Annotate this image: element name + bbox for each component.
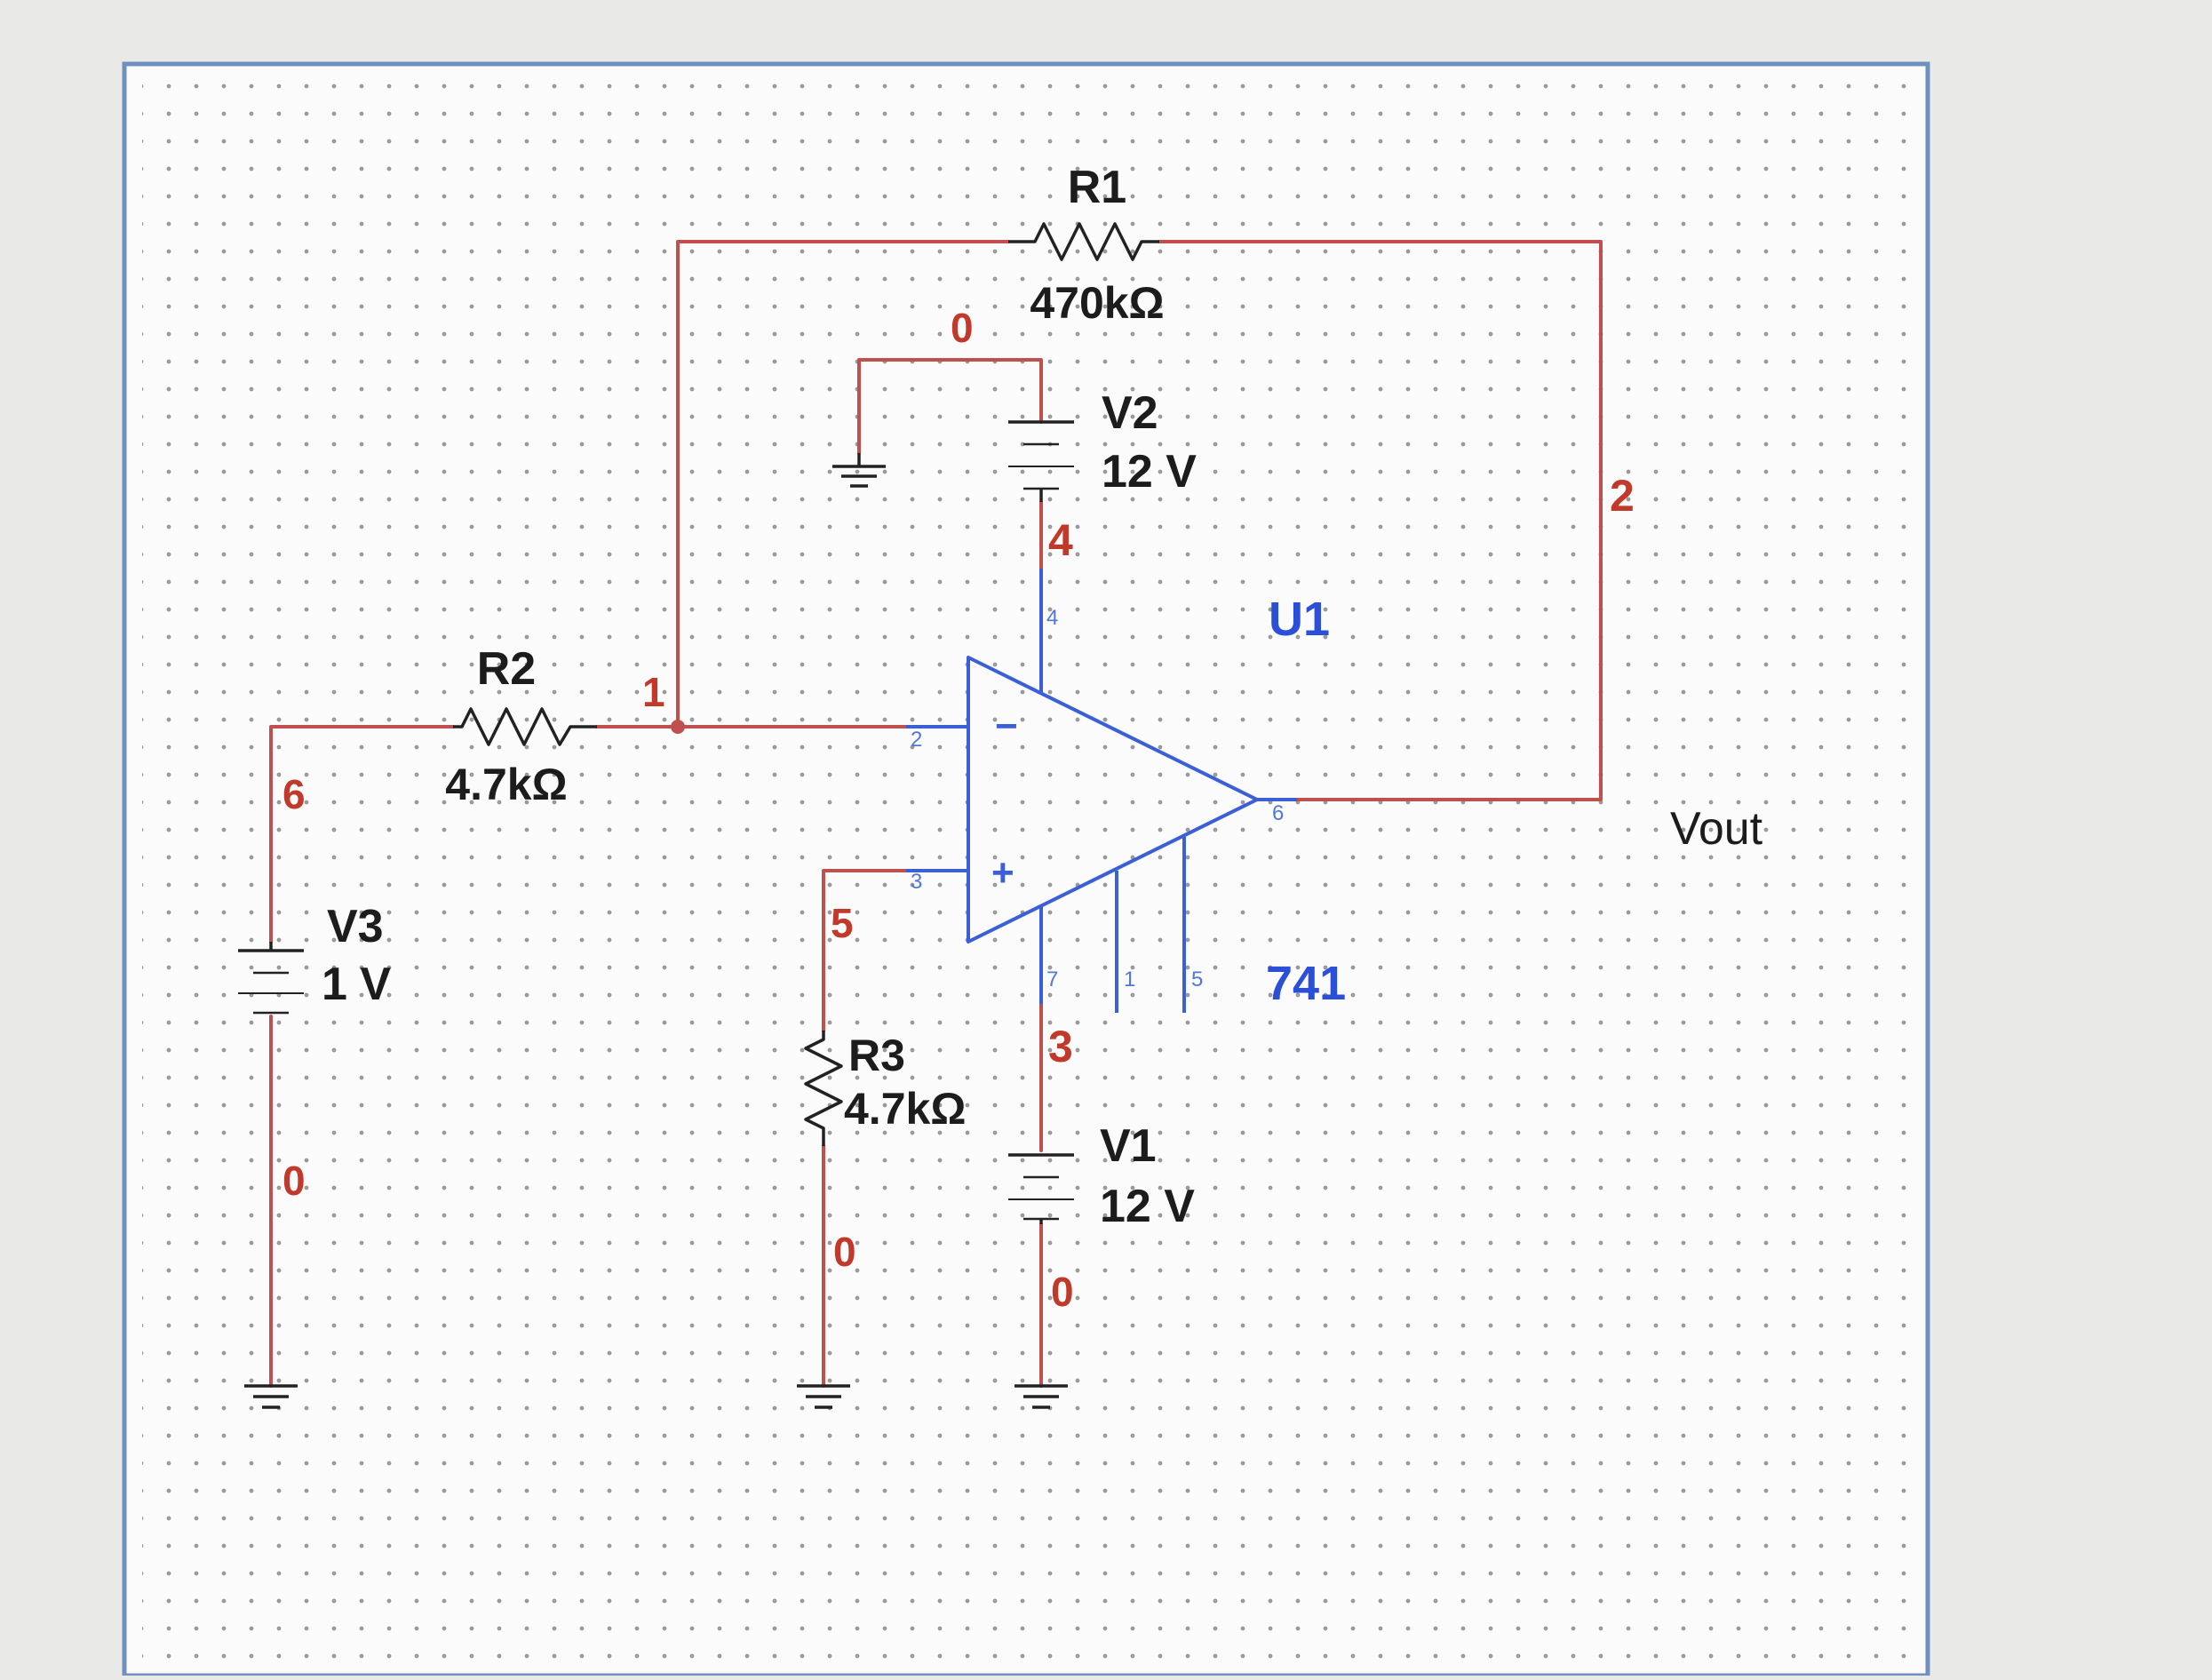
net-label-0-r3: 0 [833, 1229, 856, 1275]
v1-value: 12 V [1100, 1181, 1195, 1232]
battery-v2[interactable] [1008, 420, 1074, 502]
battery-v1[interactable] [1008, 1153, 1074, 1224]
battery-v3[interactable] [238, 942, 304, 1015]
pin-number-vneg: 7 [1046, 967, 1058, 991]
wire-net-2[interactable] [1158, 240, 1603, 801]
junction-node-1 [671, 720, 685, 734]
r2-value: 4.7kΩ [445, 760, 567, 809]
net-label-3: 3 [1048, 1022, 1073, 1071]
ground-symbol-v3 [244, 1384, 298, 1409]
net-label-5: 5 [831, 900, 854, 946]
u1-ref: U1 [1269, 593, 1330, 646]
grid-dots [142, 80, 1910, 1670]
wire-net-0-top[interactable] [857, 358, 1043, 455]
net-label-0-v1: 0 [1051, 1269, 1074, 1315]
r2-ref: R2 [477, 643, 536, 695]
r1-value: 470kΩ [1030, 278, 1164, 328]
r3-value: 4.7kΩ [844, 1084, 966, 1134]
pin-number-offset2: 5 [1191, 967, 1203, 991]
pin-number-noninverting: 3 [911, 870, 922, 894]
wire-net-6[interactable] [269, 725, 455, 944]
net-label-0-top: 0 [951, 305, 974, 351]
pin-number-offset1: 1 [1124, 967, 1135, 991]
net-label-1: 1 [642, 669, 665, 715]
opamp-minus-sign: − [995, 705, 1018, 748]
v3-value: 1 V [322, 959, 391, 1010]
pin-number-vpos: 4 [1046, 606, 1058, 630]
u1-value: 741 [1266, 957, 1346, 1010]
opamp-plus-sign: + [991, 851, 1014, 895]
ground-symbol-v1 [1014, 1384, 1068, 1409]
wire-net-1-feedback[interactable] [676, 240, 1010, 729]
ground-symbol-r3 [797, 1384, 850, 1409]
r3-ref: R3 [848, 1031, 905, 1080]
net-label-0-v3: 0 [282, 1158, 306, 1204]
pin-number-output: 6 [1272, 801, 1284, 825]
net-label-2: 2 [1610, 471, 1635, 521]
ground-symbol-top [832, 453, 886, 488]
resistor-r3[interactable] [804, 1031, 843, 1146]
v3-ref: V3 [327, 901, 384, 952]
v2-value: 12 V [1102, 446, 1197, 498]
v1-ref: V1 [1100, 1120, 1157, 1172]
pin-number-inverting: 2 [911, 728, 922, 752]
net-label-6: 6 [282, 771, 306, 817]
v2-ref: V2 [1102, 387, 1158, 439]
opamp-u1-body[interactable] [967, 656, 1259, 944]
wire-net-5[interactable] [822, 869, 908, 1032]
net-label-4: 4 [1048, 515, 1073, 565]
r1-ref: R1 [1068, 162, 1126, 213]
probe-label-vout: Vout [1670, 803, 1763, 855]
resistor-r2[interactable] [453, 707, 597, 746]
resistor-r1[interactable] [1008, 222, 1159, 261]
